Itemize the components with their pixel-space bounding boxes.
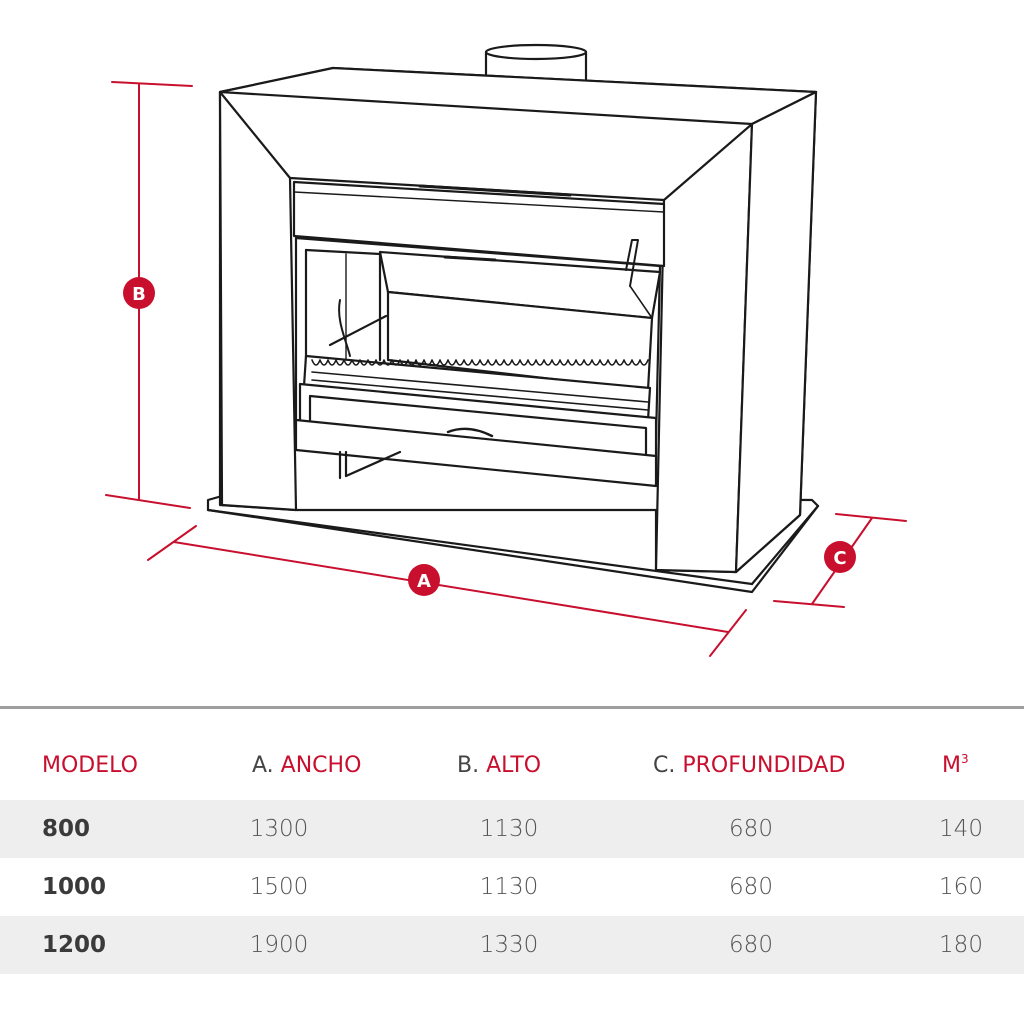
table-row: 1000 1500 1130 680 160	[0, 858, 1024, 916]
cell-ancho: 1500	[249, 874, 309, 900]
cell-profundidad: 680	[729, 816, 773, 842]
header-m-label: M	[942, 752, 961, 778]
header-modelo: MODELO	[42, 752, 138, 778]
header-m-sup: 3	[960, 752, 969, 766]
header-profundidad: C.PROFUNDIDAD	[653, 730, 845, 800]
header-a-prefix: A.	[252, 752, 274, 778]
cell-m3: 180	[939, 932, 983, 958]
header-a-label: ANCHO	[280, 752, 362, 778]
left-pillar	[218, 90, 298, 512]
dimension-marker-a: A	[408, 564, 440, 596]
cell-modelo: 1000	[42, 874, 107, 900]
fireplace-diagram: B A C	[105, 43, 907, 657]
header-c-label: PROFUNDIDAD	[682, 752, 846, 778]
cell-ancho: 1300	[249, 816, 309, 842]
cell-modelo: 800	[42, 816, 91, 842]
header-b-prefix: B.	[457, 752, 480, 778]
header-c-prefix: C.	[653, 752, 676, 778]
cell-m3: 140	[939, 816, 983, 842]
cell-m3: 160	[939, 874, 983, 900]
cell-profundidad: 680	[729, 932, 773, 958]
dimension-marker-b: B	[123, 277, 155, 309]
header-alto: B.ALTO	[457, 730, 541, 800]
table-row: 1200 1900 1330 680 180	[0, 916, 1024, 974]
marker-a-label: A	[417, 571, 431, 592]
cell-alto: 1130	[479, 874, 539, 900]
cell-ancho: 1900	[249, 932, 309, 958]
section-divider	[0, 706, 1024, 709]
hood	[292, 180, 666, 268]
dimension-marker-c: C	[824, 541, 856, 573]
cell-alto: 1130	[479, 816, 539, 842]
dimension-lines	[105, 81, 907, 657]
right-side	[734, 90, 818, 574]
header-b-label: ALTO	[486, 752, 542, 778]
cell-alto: 1330	[479, 932, 539, 958]
marker-b-label: B	[132, 284, 146, 305]
cell-modelo: 1200	[42, 932, 107, 958]
table-row: 800 1300 1130 680 140	[0, 800, 1024, 858]
fireplace-drawing	[206, 43, 820, 594]
cell-profundidad: 680	[729, 874, 773, 900]
header-ancho: A.ANCHO	[252, 730, 361, 800]
marker-c-label: C	[833, 548, 846, 569]
